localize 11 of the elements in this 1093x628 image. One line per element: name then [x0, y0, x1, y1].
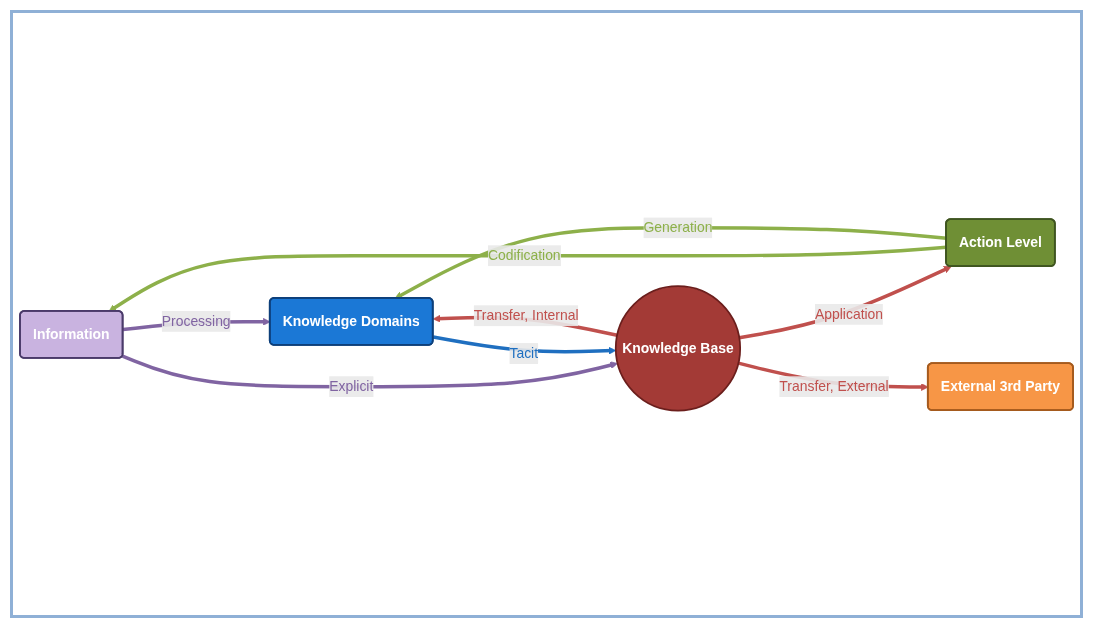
edge-label: Transfer, Internal: [473, 307, 579, 323]
edge-label: Processing: [161, 313, 231, 329]
arrow: [121, 354, 618, 389]
edge-label: Transfer, External: [779, 378, 889, 394]
edge-label: Explicit: [329, 378, 374, 394]
edge-label: Tacit: [509, 345, 539, 361]
arrow: [738, 266, 952, 340]
edge-label: Codification: [487, 247, 561, 263]
edge-label: Generation: [643, 220, 713, 235]
edge-label: Application: [815, 306, 884, 322]
node-circle: Knowledge Base: [614, 285, 742, 412]
